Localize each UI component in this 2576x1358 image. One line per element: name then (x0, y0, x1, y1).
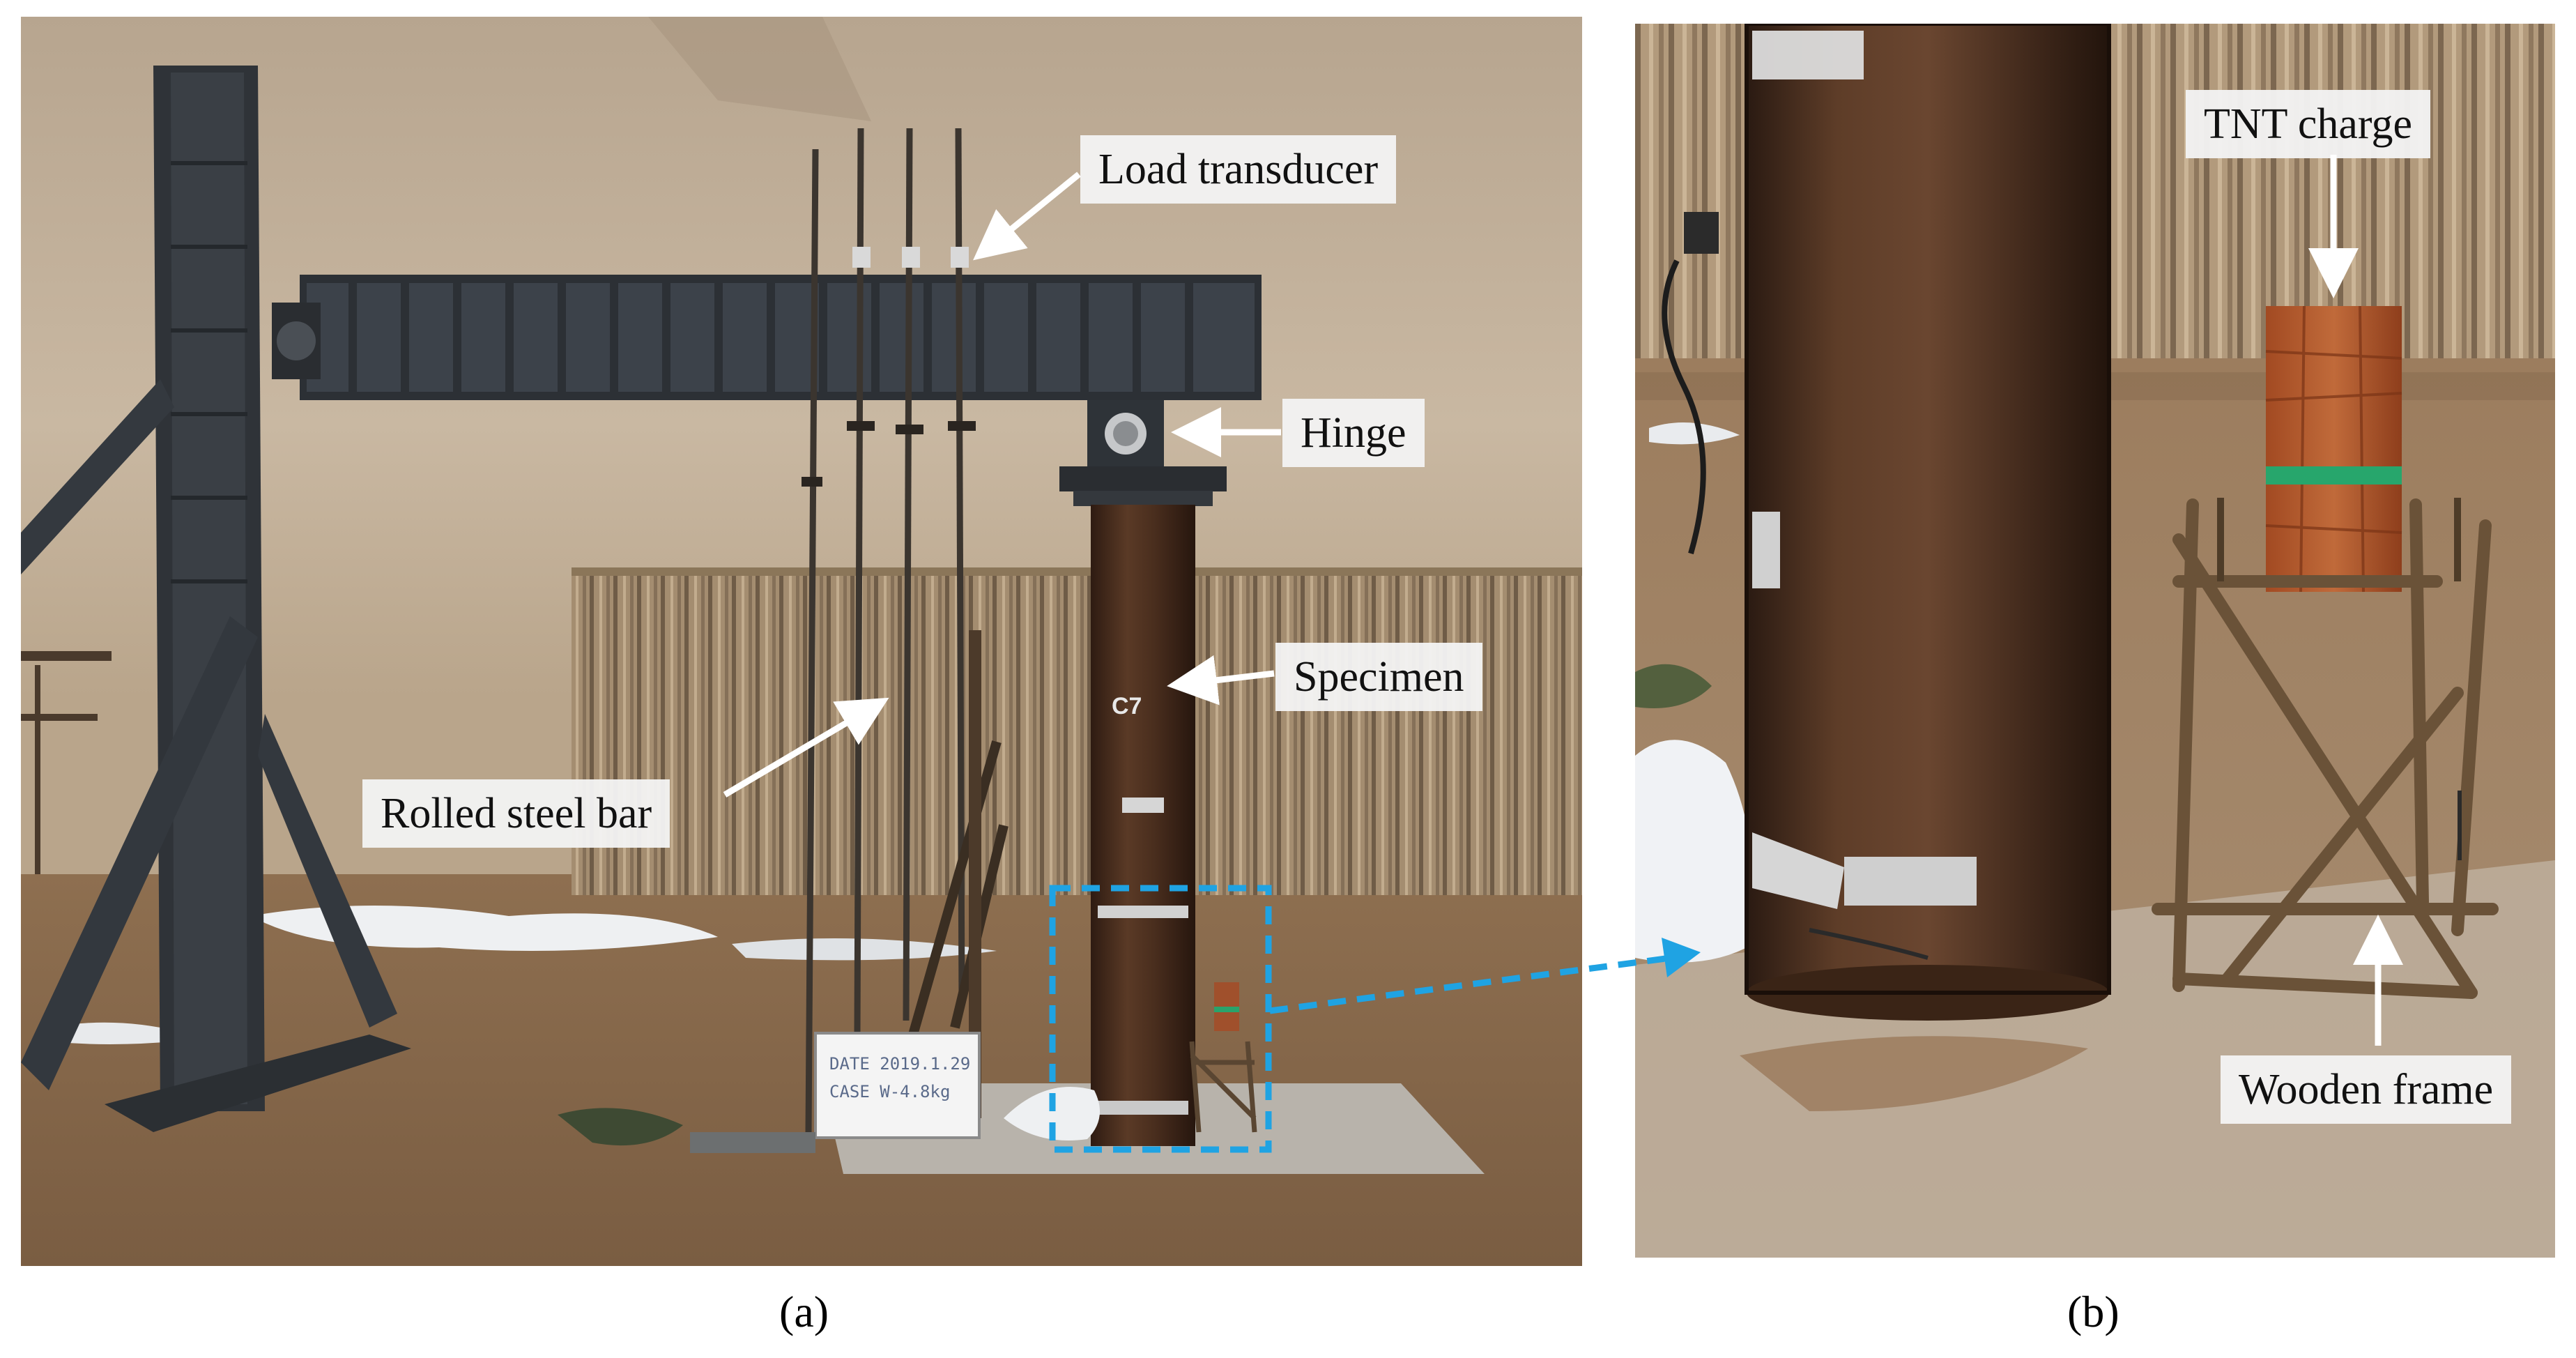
panel-a-photo: C7 DATE 2019.1.29 CASE W-4.8kg (21, 17, 1582, 1266)
photo-panel-a: C7 DATE 2019.1.29 CASE W-4.8kg Load tran… (21, 17, 1582, 1266)
label-hinge: Hinge (1282, 399, 1425, 467)
label-wooden-frame: Wooden frame (2221, 1055, 2512, 1124)
specimen-mark: C7 (1112, 693, 1142, 719)
photo-panel-b: TNT charge Wooden frame (1635, 24, 2555, 1258)
label-rolled-steel-bar: Rolled steel bar (362, 779, 670, 848)
caption-panel-a: (a) (779, 1287, 829, 1336)
label-tnt-charge: TNT charge (2186, 90, 2430, 158)
caption-panel-b: (b) (2067, 1287, 2119, 1336)
label-specimen: Specimen (1275, 643, 1482, 711)
whiteboard-line-1: DATE 2019.1.29 (829, 1054, 970, 1074)
whiteboard-line-2: CASE W-4.8kg (829, 1082, 950, 1101)
label-load-transducer: Load transducer (1080, 135, 1397, 204)
